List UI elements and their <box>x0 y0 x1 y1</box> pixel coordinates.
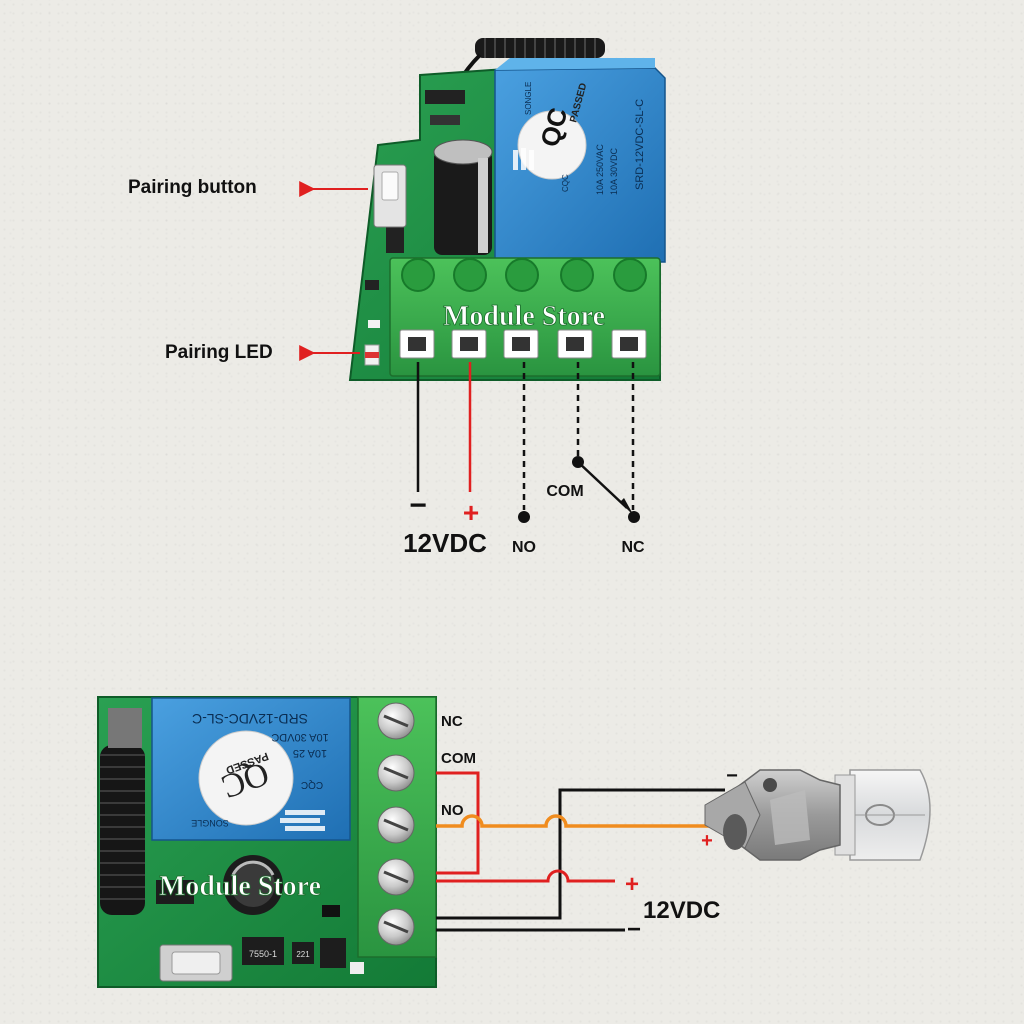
lamp-negative-wire <box>436 788 725 920</box>
supply-minus-sign: − <box>627 916 641 943</box>
plus-sign: + <box>463 497 479 528</box>
no-contact-dot <box>518 511 530 523</box>
top-module: QC PASSED SRD-12VDC-SL-C 10A 250VAC 10A … <box>348 38 666 381</box>
relay-switch-arm <box>577 461 628 509</box>
chip-component <box>430 115 460 125</box>
terminal-screw-holes <box>401 258 647 292</box>
smd-component <box>368 320 380 328</box>
cert-mark-text: CQC <box>301 779 323 790</box>
com-jumper-wire <box>436 771 480 875</box>
top-wiring <box>416 362 640 523</box>
relay-rating-text: 10A 250VAC <box>595 144 605 195</box>
led-component <box>350 962 364 974</box>
lamp-plus-sign: + <box>701 830 713 852</box>
pairing-button-label: Pairing button <box>128 177 257 198</box>
halogen-lamp <box>704 769 931 861</box>
supply-voltage-label: 12VDC <box>643 897 720 924</box>
capacitor <box>223 855 283 915</box>
bottom-relay: QC PASSED SRD-12VDC-SL-C 10A 30VDC 10A 2… <box>151 697 351 841</box>
relay-rating-text: 10A 25 <box>293 747 327 759</box>
songle-logo-icon <box>513 148 534 170</box>
pairing-led-annotation: Pairing LED <box>165 342 360 363</box>
terminal-screws <box>377 702 415 946</box>
chip-label: 7550-1 <box>249 949 277 959</box>
qc-sticker <box>198 730 294 826</box>
cert-mark-text: CQC <box>561 174 570 192</box>
bottom-terminal-block <box>357 696 437 958</box>
regulator-chip <box>242 937 284 965</box>
antenna-coil <box>438 38 605 121</box>
smd-component <box>322 905 340 917</box>
terminal-nc-label: NC <box>441 713 463 730</box>
smd-component <box>320 938 346 968</box>
smd-component <box>292 942 314 964</box>
pairing-led-label: Pairing LED <box>165 342 273 363</box>
relay-brand-text: SONGLE <box>524 82 533 115</box>
capacitor <box>433 139 493 255</box>
pairing-button[interactable] <box>159 944 233 982</box>
nc-label: NC <box>621 539 645 556</box>
no-label: NO <box>512 539 536 556</box>
supply-plus-sign: + <box>625 871 639 898</box>
minus-sign: − <box>409 489 427 522</box>
com-label: COM <box>546 483 583 500</box>
antenna-coil <box>100 708 145 915</box>
brand-watermark: Module Store <box>443 301 605 332</box>
songle-logo-icon <box>280 810 325 831</box>
terminal-no-label: NO <box>441 802 464 819</box>
transistor-component <box>386 225 404 253</box>
relay-model-text: SRD-12VDC-SL-C <box>634 99 646 190</box>
relay-rating-text: 10A 30VDC <box>609 147 619 195</box>
qc-sticker <box>517 110 587 180</box>
switch-arrow-icon <box>620 498 634 516</box>
ic-chip <box>156 880 194 904</box>
pairing-led <box>364 344 380 366</box>
supply-voltage-label: 12VDC <box>403 528 487 558</box>
relay-brand-text: SONGLE <box>191 818 229 828</box>
nc-contact-dot <box>628 511 640 523</box>
lamp-minus-sign: − <box>726 765 738 787</box>
supply-positive-wire <box>436 869 615 883</box>
pairing-button-annotation: Pairing button <box>128 177 368 198</box>
relay-rating-text: 10A 30VDC <box>271 731 329 743</box>
bottom-module: QC PASSED SRD-12VDC-SL-C 10A 30VDC 10A 2… <box>97 696 437 988</box>
chip-label: 221 <box>296 950 310 959</box>
lamp-positive-wire <box>436 814 742 828</box>
terminal-com-label: COM <box>441 750 476 767</box>
relay-model-text: SRD-12VDC-SL-C <box>192 711 308 727</box>
brand-watermark: Module Store <box>159 871 321 902</box>
pairing-button[interactable] <box>373 164 407 228</box>
top-relay: QC PASSED SRD-12VDC-SL-C 10A 250VAC 10A … <box>494 58 666 263</box>
smd-component <box>365 280 379 290</box>
bottom-wiring <box>436 771 742 932</box>
top-terminal-block: Module Store <box>389 257 661 377</box>
chip-component <box>425 90 465 104</box>
